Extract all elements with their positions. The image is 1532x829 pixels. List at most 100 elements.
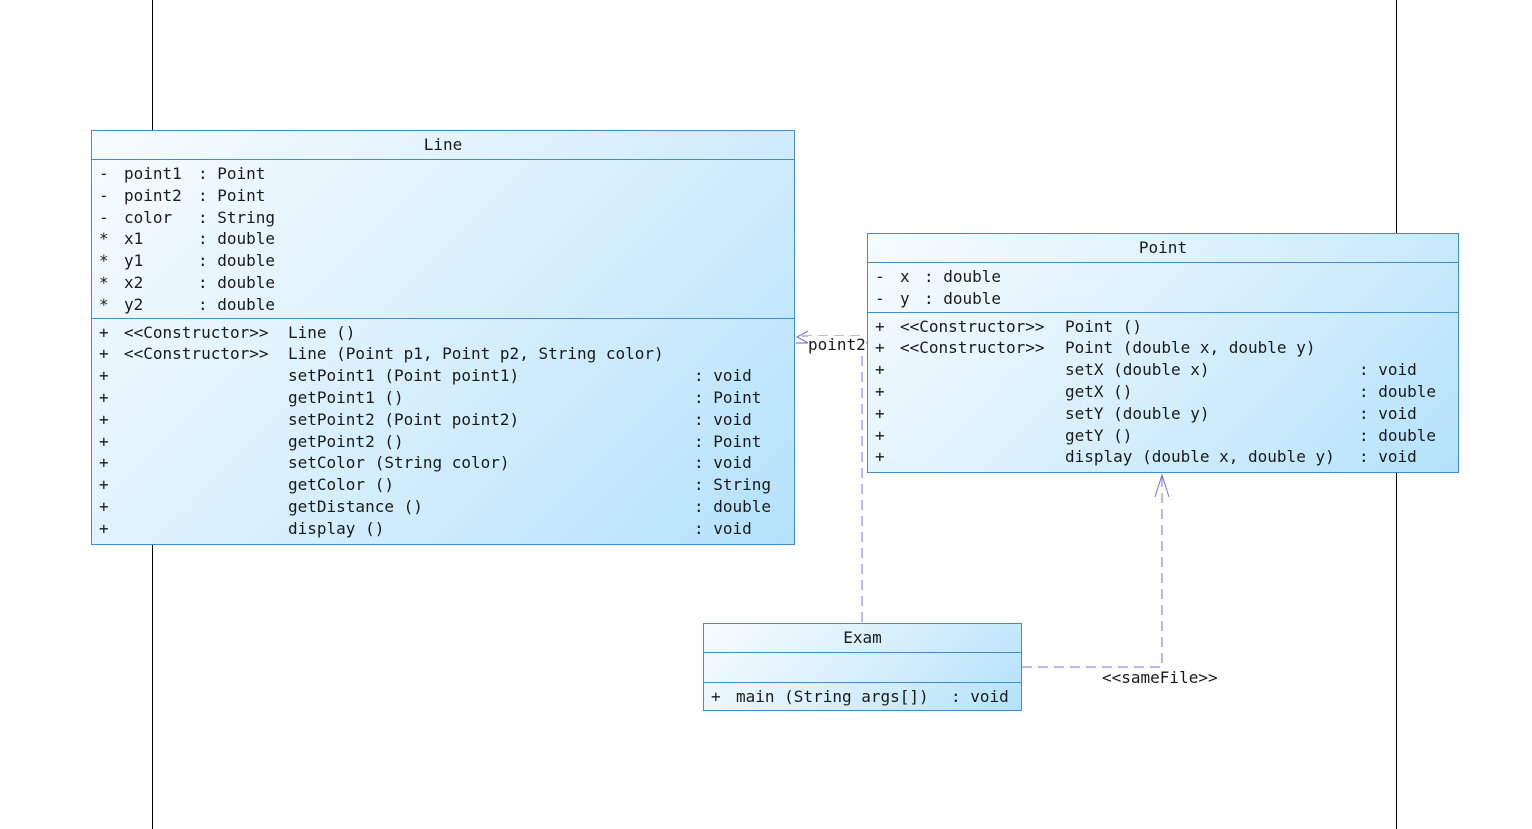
class-exam-attributes bbox=[704, 653, 1021, 683]
class-line-operations: +<<Constructor>>Line ()+<<Constructor>>L… bbox=[92, 319, 794, 542]
dependency-line-exam-to-line[interactable] bbox=[800, 335, 863, 622]
attribute-row[interactable]: * y2 : double bbox=[92, 294, 794, 316]
return-type: : void bbox=[1359, 360, 1417, 380]
operation-row[interactable]: +<<Constructor>>Line () bbox=[92, 322, 794, 344]
operation-row[interactable]: +main (String args[]): void bbox=[704, 686, 1021, 708]
return-type: : double bbox=[694, 496, 772, 516]
class-line-title: Line bbox=[92, 131, 794, 160]
attribute-type: : double bbox=[198, 272, 276, 292]
attribute-name: y2 bbox=[124, 294, 144, 314]
stereotype: <<Constructor>> bbox=[124, 344, 269, 364]
visibility-marker: + bbox=[99, 518, 109, 538]
operation-signature: setX (double x) bbox=[1065, 360, 1210, 380]
visibility-marker: - bbox=[875, 288, 885, 308]
operation-signature: Line (Point p1, Point p2, String color) bbox=[288, 344, 664, 364]
attribute-type: : Point bbox=[198, 185, 266, 205]
class-point-attributes: -x: double-y : double bbox=[868, 263, 1458, 313]
visibility-marker: + bbox=[99, 453, 109, 473]
operation-row[interactable]: + getColor () : String bbox=[92, 474, 794, 496]
attribute-row[interactable]: * x2 : double bbox=[92, 272, 794, 294]
attribute-row[interactable]: -point2: Point bbox=[92, 185, 794, 207]
operation-row[interactable]: +setColor (String color): void bbox=[92, 452, 794, 474]
visibility-marker: + bbox=[99, 387, 109, 407]
operation-signature: getDistance () bbox=[288, 496, 423, 516]
operation-row[interactable]: +getX (): double bbox=[868, 381, 1458, 403]
operation-signature: setPoint2 (Point point2) bbox=[288, 409, 520, 429]
operation-signature: getPoint2 () bbox=[288, 431, 404, 451]
return-type: : String bbox=[694, 475, 772, 495]
visibility-marker: + bbox=[875, 316, 885, 336]
visibility-marker: + bbox=[99, 344, 109, 364]
attribute-row[interactable]: -color: String bbox=[92, 207, 794, 229]
operation-row[interactable]: +setPoint2 (Point point2): void bbox=[92, 409, 794, 431]
operation-row[interactable]: +<<Constructor>>Point (double x, double … bbox=[868, 337, 1458, 359]
class-point-title: Point bbox=[868, 234, 1458, 263]
attribute-name: y bbox=[900, 288, 910, 308]
operation-row[interactable]: +getPoint2 (): Point bbox=[92, 431, 794, 453]
stereotype: <<Constructor>> bbox=[124, 322, 269, 342]
operation-signature: setY (double y) bbox=[1065, 403, 1210, 423]
visibility-marker: * bbox=[99, 272, 109, 292]
attribute-row[interactable]: -y : double bbox=[868, 288, 1458, 310]
operation-signature: Point (double x, double y) bbox=[1065, 338, 1316, 358]
visibility-marker: * bbox=[99, 294, 109, 314]
attribute-row[interactable]: -x: double bbox=[868, 266, 1458, 288]
attribute-type: : double bbox=[198, 229, 276, 249]
stereotype: <<Constructor>> bbox=[900, 316, 1045, 336]
attribute-name: point1 bbox=[124, 164, 182, 183]
attribute-type: : double bbox=[198, 251, 276, 271]
class-exam-title: Exam bbox=[704, 624, 1021, 653]
class-exam[interactable]: Exam +main (String args[]): void bbox=[703, 623, 1022, 711]
visibility-marker: - bbox=[875, 267, 885, 286]
dependency-arrowhead-line bbox=[795, 330, 809, 344]
visibility-marker: * bbox=[99, 251, 109, 271]
attribute-type: : double bbox=[198, 294, 276, 314]
attribute-row[interactable]: -point1: Point bbox=[92, 163, 794, 185]
visibility-marker: - bbox=[99, 185, 109, 205]
operation-row[interactable]: +display (double x, double y): void bbox=[868, 446, 1458, 468]
visibility-marker: - bbox=[99, 207, 109, 227]
operation-row[interactable]: +<<Constructor>>Point () bbox=[868, 316, 1458, 338]
class-point[interactable]: Point -x: double-y: double +<<Constructo… bbox=[867, 233, 1459, 473]
operation-row[interactable]: +setPoint1 (Point point1): void bbox=[92, 365, 794, 387]
return-type: : void bbox=[694, 518, 752, 538]
class-point-operations: +<<Constructor>>Point ()+<<Constructor>>… bbox=[868, 313, 1458, 471]
dependency-label-samefile: <<sameFile>> bbox=[1102, 668, 1218, 687]
operation-signature: getPoint1 () bbox=[288, 387, 404, 407]
dependency-arrowhead-point bbox=[1154, 473, 1170, 498]
operation-signature: display (double x, double y) bbox=[1065, 447, 1335, 467]
operation-row[interactable]: + display () : void bbox=[92, 518, 794, 540]
return-type: : void bbox=[694, 453, 752, 473]
operation-row[interactable]: +setX (double x): void bbox=[868, 359, 1458, 381]
operation-signature: getY () bbox=[1065, 425, 1133, 445]
return-type: : double bbox=[1359, 425, 1437, 445]
return-type: : void bbox=[951, 687, 1009, 706]
operation-row[interactable]: + getPoint1 () : Point bbox=[92, 387, 794, 409]
class-line[interactable]: Line -point1: Point-point2: Point-color:… bbox=[91, 130, 795, 545]
visibility-marker: + bbox=[875, 425, 885, 445]
return-type: : Point bbox=[694, 431, 762, 451]
operation-signature: display () bbox=[288, 518, 385, 538]
operation-row[interactable]: +getDistance (): double bbox=[92, 496, 794, 518]
visibility-marker: + bbox=[875, 381, 885, 401]
visibility-marker: + bbox=[99, 475, 109, 495]
operation-row[interactable]: +setY (double y): void bbox=[868, 403, 1458, 425]
return-type: : void bbox=[694, 409, 752, 429]
return-type: : void bbox=[1359, 447, 1417, 467]
visibility-marker: + bbox=[875, 338, 885, 358]
class-exam-operations: +main (String args[]): void bbox=[704, 683, 1021, 710]
attribute-type: : double bbox=[924, 288, 1002, 308]
visibility-marker: - bbox=[99, 164, 109, 183]
operation-signature: getColor () bbox=[288, 475, 394, 495]
attribute-name: y1 bbox=[124, 251, 144, 271]
visibility-marker: + bbox=[99, 322, 109, 342]
dependency-line-exam-to-point[interactable] bbox=[1022, 476, 1163, 668]
return-type: : void bbox=[694, 366, 752, 386]
return-type: : Point bbox=[694, 387, 762, 407]
attribute-row[interactable]: *x1: double bbox=[92, 228, 794, 250]
attribute-row[interactable]: * y1 : double bbox=[92, 250, 794, 272]
operation-row[interactable]: + <<Constructor>> Line (Point p1, Point p2… bbox=[92, 343, 794, 365]
attribute-name: x2 bbox=[124, 272, 144, 292]
operation-row[interactable]: + getY () : double bbox=[868, 425, 1458, 447]
operation-signature: main (String args[]) bbox=[736, 687, 929, 706]
